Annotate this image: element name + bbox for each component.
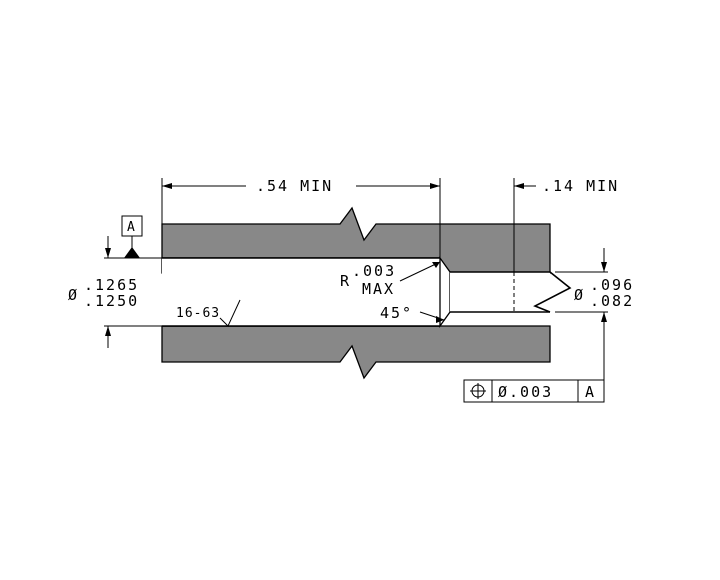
bore-diameter-lower: .1250 — [84, 292, 139, 310]
datum-a-label: A — [127, 220, 136, 235]
radius-leader — [399, 261, 441, 282]
radius-note: MAX — [362, 280, 395, 298]
position-icon — [470, 383, 486, 399]
radius-value: .003 — [352, 262, 396, 280]
radius-prefix: R — [340, 272, 351, 290]
fcf-datum-ref: A — [585, 383, 596, 401]
chamfer-angle: 45° — [380, 304, 413, 322]
feature-control-frame: Ø.003 A — [463, 379, 605, 403]
bore-depth-label: .54 MIN — [256, 177, 333, 195]
datum-triangle-icon — [124, 247, 140, 258]
bore-diameter-upper: .1265 — [84, 276, 139, 294]
hole-diameter-symbol: Ø — [574, 286, 585, 304]
fcf-tolerance: Ø.003 — [498, 383, 553, 401]
step-depth-label: .14 MIN — [542, 177, 619, 195]
hole-break-line — [533, 271, 572, 313]
bore-diameter-symbol: Ø — [68, 286, 79, 304]
bore-cavity — [162, 258, 440, 326]
hole-diameter-upper: .096 — [590, 276, 634, 294]
hole-diameter-lower: .082 — [590, 292, 634, 310]
lower-wall-section — [161, 325, 551, 380]
surface-finish-label: 16-63 — [176, 306, 220, 321]
through-hole — [450, 272, 550, 312]
surface-finish-icon — [219, 299, 241, 327]
